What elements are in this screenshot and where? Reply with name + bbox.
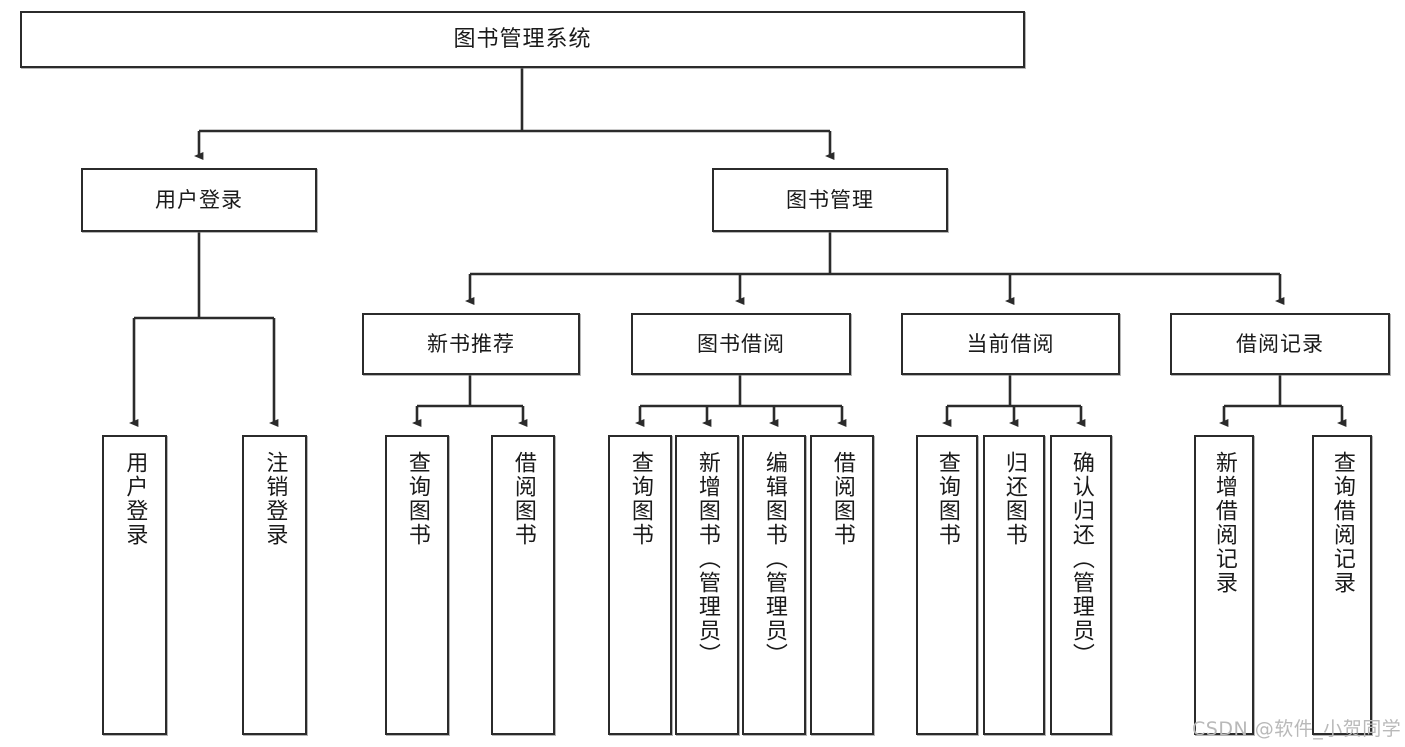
leaf-user-logout-label: 注销登录 (262, 451, 288, 547)
watermark: CSDN @软件_小贺同学 (1192, 718, 1402, 740)
leaf-user-login-label: 用户登录 (122, 451, 148, 547)
leaf-query-book-1[interactable]: 查询图书 (385, 435, 449, 735)
node-user-login[interactable]: 用户登录 (81, 168, 317, 232)
leaf-query-book-1-label: 查询图书 (404, 451, 430, 547)
leaf-return-book[interactable]: 归还图书 (983, 435, 1045, 735)
leaf-add-record[interactable]: 新增借阅记录 (1194, 435, 1254, 735)
node-new-book-rec[interactable]: 新书推荐 (362, 313, 580, 375)
leaf-query-book-2[interactable]: 查询图书 (608, 435, 672, 735)
node-user-login-label: 用户登录 (155, 187, 243, 212)
leaf-query-record-label: 查询借阅记录 (1329, 451, 1355, 595)
leaf-borrow-book-1[interactable]: 借阅图书 (491, 435, 555, 735)
leaf-user-login[interactable]: 用户登录 (102, 435, 167, 735)
leaf-user-logout[interactable]: 注销登录 (242, 435, 307, 735)
node-root[interactable]: 图书管理系统 (20, 11, 1025, 68)
leaf-borrow-book-1-label: 借阅图书 (510, 451, 536, 547)
leaf-add-book[interactable]: 新增图书（管理员） (675, 435, 739, 735)
leaf-query-record[interactable]: 查询借阅记录 (1312, 435, 1372, 735)
leaf-query-book-3[interactable]: 查询图书 (916, 435, 978, 735)
leaf-edit-book-label: 编辑图书（管理员） (761, 451, 787, 667)
node-new-book-rec-label: 新书推荐 (427, 331, 515, 356)
leaf-borrow-book-2-label: 借阅图书 (829, 451, 855, 547)
node-book-manage[interactable]: 图书管理 (712, 168, 948, 232)
leaf-query-book-2-label: 查询图书 (627, 451, 653, 547)
node-book-borrow-label: 图书借阅 (697, 331, 785, 356)
leaf-borrow-book-2[interactable]: 借阅图书 (810, 435, 874, 735)
node-borrow-record-label: 借阅记录 (1236, 331, 1324, 356)
node-book-manage-label: 图书管理 (786, 187, 874, 212)
node-borrow-record[interactable]: 借阅记录 (1170, 313, 1390, 375)
leaf-confirm-return-label: 确认归还（管理员） (1068, 451, 1094, 667)
leaf-query-book-3-label: 查询图书 (934, 451, 960, 547)
node-current-borrow-label: 当前借阅 (966, 331, 1055, 356)
leaf-confirm-return[interactable]: 确认归还（管理员） (1050, 435, 1112, 735)
leaf-edit-book[interactable]: 编辑图书（管理员） (742, 435, 806, 735)
node-root-label: 图书管理系统 (453, 26, 592, 52)
leaf-return-book-label: 归还图书 (1001, 451, 1027, 547)
node-current-borrow[interactable]: 当前借阅 (901, 313, 1120, 375)
node-book-borrow[interactable]: 图书借阅 (631, 313, 851, 375)
leaf-add-book-label: 新增图书（管理员） (694, 451, 720, 667)
leaf-add-record-label: 新增借阅记录 (1211, 451, 1237, 595)
